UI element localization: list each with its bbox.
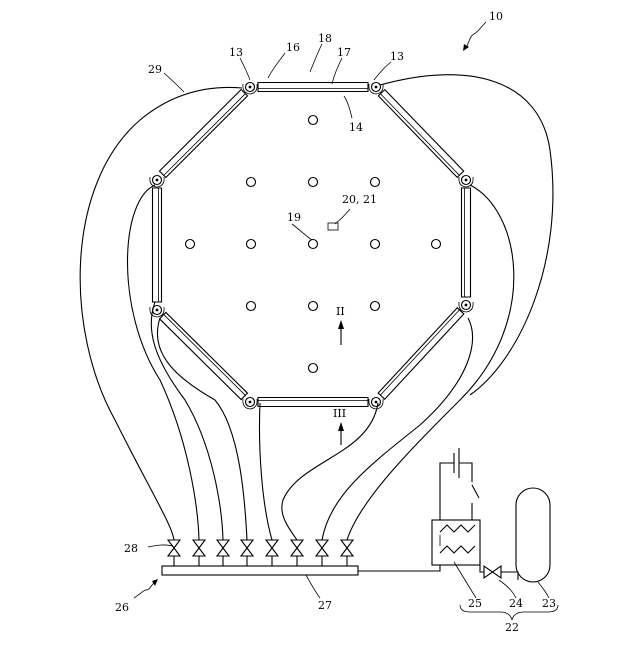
joint-1 xyxy=(243,83,257,95)
label-29: 29 xyxy=(148,63,162,76)
hose-7 xyxy=(322,318,473,540)
label-24: 24 xyxy=(509,597,523,610)
port-13 xyxy=(309,364,318,373)
panel-5 xyxy=(258,398,368,407)
label-17: 17 xyxy=(337,46,351,59)
joint-6 xyxy=(243,398,257,410)
joint-8 xyxy=(150,176,164,188)
label-18: 18 xyxy=(318,32,332,45)
port-7 xyxy=(309,240,318,249)
section-arrow-II xyxy=(338,320,344,345)
panel-8 xyxy=(159,89,247,177)
port-6 xyxy=(247,240,256,249)
panel-3 xyxy=(462,188,471,297)
valve-1 xyxy=(168,540,180,566)
label-28: 28 xyxy=(124,542,138,555)
port-8 xyxy=(371,240,380,249)
panel-2 xyxy=(378,90,463,178)
heat-exchanger xyxy=(432,520,480,565)
port-10 xyxy=(247,302,256,311)
hose-2 xyxy=(128,185,200,540)
manifold-bar xyxy=(162,566,358,575)
power-circuit xyxy=(440,448,479,520)
hoses xyxy=(80,75,553,540)
port-2 xyxy=(247,178,256,187)
hose-8 xyxy=(347,185,514,540)
reference-arrow-10 xyxy=(463,22,486,51)
valve-8 xyxy=(341,540,353,566)
valve-24 xyxy=(484,566,501,578)
label-22: 22 xyxy=(505,621,519,634)
panel-6 xyxy=(160,312,248,399)
label-13-right: 13 xyxy=(390,50,404,63)
joint-5 xyxy=(369,398,383,410)
hose-6 xyxy=(282,403,378,540)
label-20-21: 20, 21 xyxy=(342,193,377,206)
valve-4 xyxy=(241,540,253,566)
valve-7 xyxy=(316,540,328,566)
joint-4 xyxy=(459,301,473,313)
hose-4 xyxy=(157,318,247,540)
label-section-II: II xyxy=(336,305,345,318)
panel-1 xyxy=(258,83,368,92)
label-25: 25 xyxy=(468,597,482,610)
gas-tank xyxy=(516,488,550,582)
label-10: 10 xyxy=(489,10,503,23)
port-1 xyxy=(309,116,318,125)
valve-2 xyxy=(193,540,205,566)
label-16: 16 xyxy=(286,41,300,54)
port-12 xyxy=(371,302,380,311)
port-11 xyxy=(309,302,318,311)
label-27: 27 xyxy=(318,599,332,612)
octagon-panels xyxy=(153,83,471,407)
hose-1 xyxy=(80,87,242,540)
valve-5 xyxy=(266,540,278,566)
hose-9 xyxy=(380,75,553,395)
label-section-III: III xyxy=(333,407,346,420)
supply-line xyxy=(358,565,440,571)
section-arrow-III xyxy=(338,422,344,445)
label-23: 23 xyxy=(542,597,556,610)
port-grid xyxy=(186,116,441,373)
reference-arrow-26 xyxy=(134,579,158,598)
valve-6 xyxy=(291,540,303,566)
labels: 10 13 13 16 17 18 14 29 19 20, 21 II III… xyxy=(115,10,556,634)
port-3 xyxy=(309,178,318,187)
sensor-element xyxy=(328,223,338,230)
valve-3 xyxy=(217,540,229,566)
label-14: 14 xyxy=(349,121,363,134)
label-13-left: 13 xyxy=(229,46,243,59)
hose-5 xyxy=(260,403,273,540)
label-19: 19 xyxy=(287,211,301,224)
port-9 xyxy=(432,240,441,249)
port-5 xyxy=(186,240,195,249)
port-4 xyxy=(371,178,380,187)
valve-row xyxy=(168,540,353,566)
label-26: 26 xyxy=(115,601,129,614)
gas-line xyxy=(480,560,484,572)
panel-4 xyxy=(378,308,464,399)
panel-7 xyxy=(153,188,162,302)
